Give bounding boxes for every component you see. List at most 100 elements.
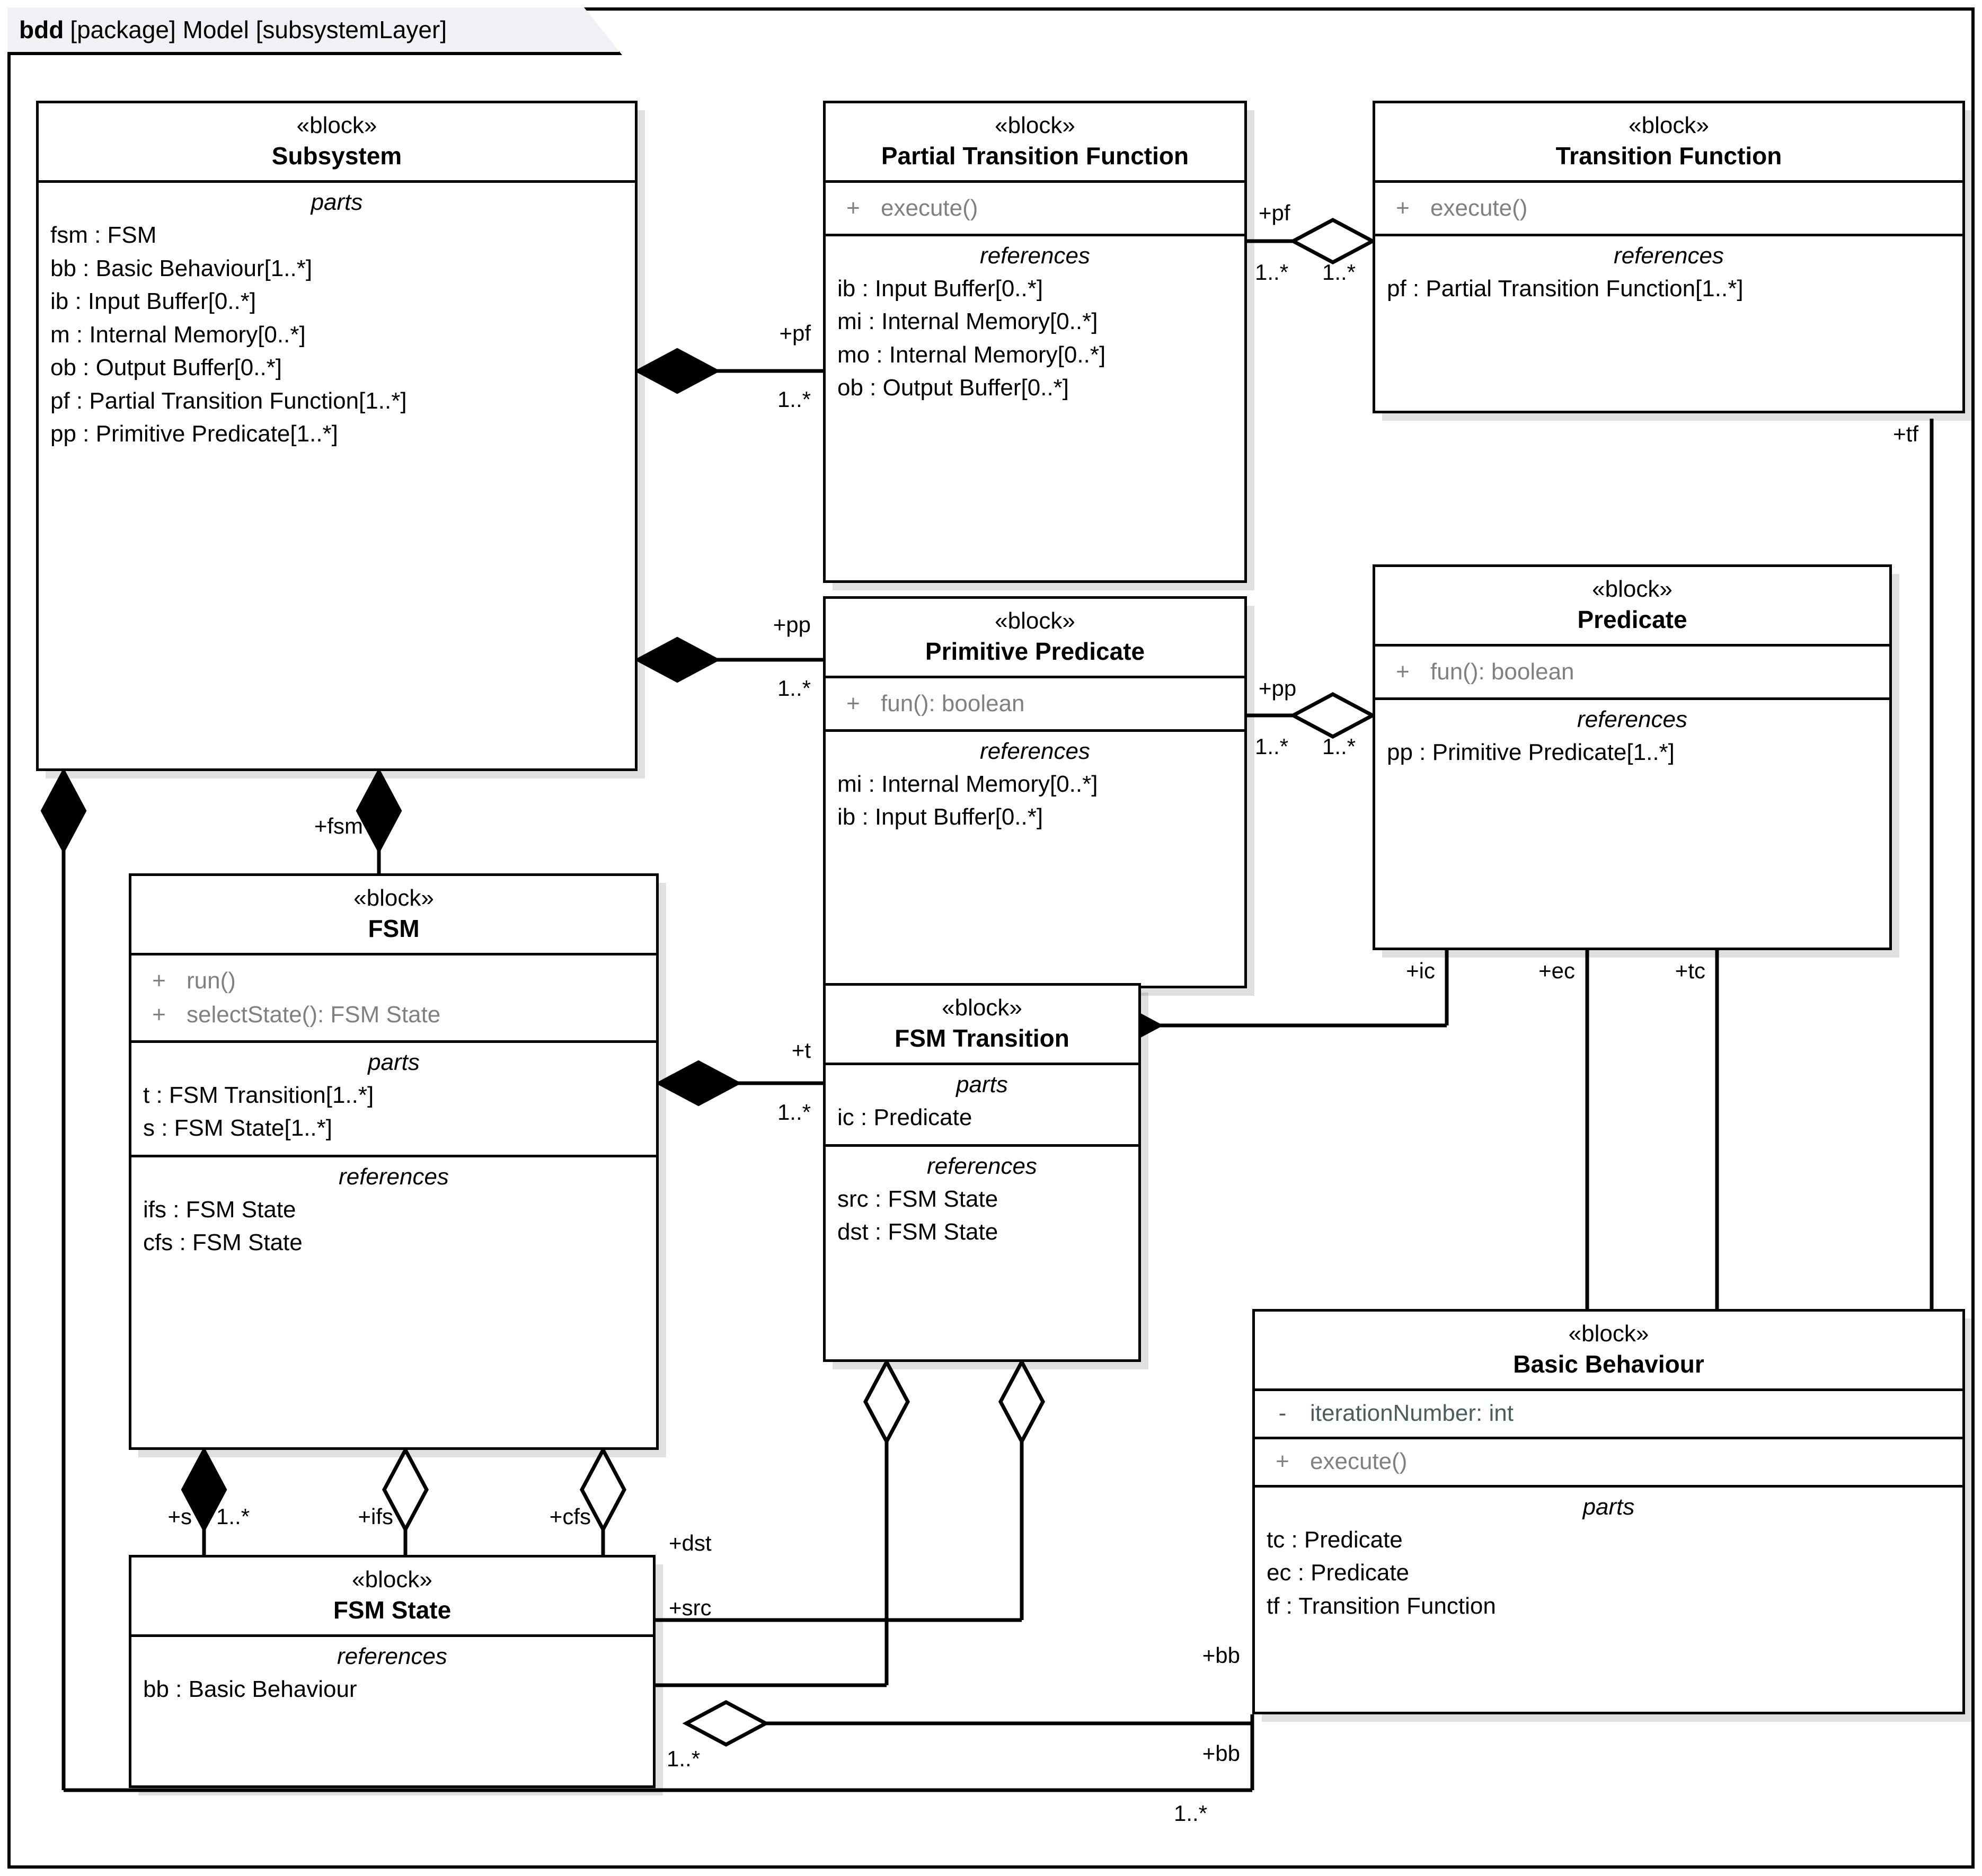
part-row: s : FSM State[1..*] bbox=[143, 1115, 333, 1141]
block-partial-transition-function[interactable]: «block» Partial Transition Function +exe… bbox=[823, 101, 1247, 583]
references-section-label: references bbox=[337, 1643, 447, 1670]
block-subsystem-parts: parts fsm : FSM bb : Basic Behaviour[1..… bbox=[39, 183, 635, 460]
references-section-label: references bbox=[927, 1153, 1037, 1179]
block-transition-function[interactable]: «block» Transition Function +execute() r… bbox=[1373, 101, 1965, 413]
edge-label-pp-role: +pp bbox=[773, 612, 811, 637]
references-section-label: references bbox=[1577, 706, 1687, 732]
attribute-row: -iterationNumber: int bbox=[1255, 1396, 1962, 1430]
operation-signature: run() bbox=[187, 968, 236, 994]
block-ptf-name: Partial Transition Function bbox=[881, 142, 1189, 170]
operation-signature: execute() bbox=[881, 195, 978, 222]
visibility-marker: + bbox=[152, 1001, 166, 1028]
block-fsm[interactable]: «block» FSM +run() +selectState(): FSM S… bbox=[129, 873, 659, 1450]
edge-label-pf-tf-mult-left: 1..* bbox=[1255, 260, 1289, 285]
block-subsystem-header: «block» Subsystem bbox=[39, 103, 635, 183]
reference-row: pp : Primitive Predicate[1..*] bbox=[1387, 739, 1675, 765]
edge-label-dst-role: +dst bbox=[669, 1530, 712, 1555]
edge-label-s-mult: 1..* bbox=[216, 1504, 250, 1529]
block-basic-behaviour-name: Basic Behaviour bbox=[1513, 1350, 1704, 1378]
edge-label-s-role: +s bbox=[167, 1504, 192, 1529]
part-row: fsm : FSM bbox=[50, 222, 157, 249]
edge-label-pp-pred-mult-right: 1..* bbox=[1322, 734, 1356, 759]
edge-label-bb-state-mult: 1..* bbox=[667, 1746, 701, 1771]
edge-label-bb-subsystem-role: +bb bbox=[1202, 1741, 1240, 1766]
block-subsystem[interactable]: «block» Subsystem parts fsm : FSM bb : B… bbox=[36, 101, 638, 771]
attribute-signature: iterationNumber: int bbox=[1310, 1400, 1514, 1427]
edge-label-tc-role: +tc bbox=[1675, 958, 1705, 983]
visibility-marker: + bbox=[1396, 659, 1410, 685]
parts-section-label: parts bbox=[311, 189, 363, 216]
block-basic-behaviour-attributes: -iterationNumber: int bbox=[1255, 1391, 1962, 1439]
block-ptf-references: references ib : Input Buffer[0..*] mi : … bbox=[826, 236, 1244, 414]
block-tf-header: «block» Transition Function bbox=[1375, 103, 1962, 183]
block-primitive-predicate-references: references mi : Internal Memory[0..*] ib… bbox=[826, 732, 1244, 844]
operation-row: + fun(): boolean bbox=[826, 687, 1244, 721]
visibility-marker: + bbox=[846, 691, 860, 717]
edge-label-cfs-role: +cfs bbox=[549, 1504, 591, 1529]
block-predicate-header: «block» Predicate bbox=[1375, 567, 1889, 647]
part-row: ic : Predicate bbox=[837, 1104, 972, 1131]
part-row: t : FSM Transition[1..*] bbox=[143, 1082, 374, 1108]
edge-label-src-role: +src bbox=[669, 1595, 712, 1620]
visibility-marker: + bbox=[1276, 1448, 1289, 1474]
block-ptf-header: «block» Partial Transition Function bbox=[826, 103, 1244, 183]
block-fsm-state[interactable]: «block» FSM State references bb : Basic … bbox=[129, 1555, 656, 1788]
block-stereotype: «block» bbox=[942, 995, 1022, 1021]
block-predicate[interactable]: «block» Predicate +fun(): boolean refere… bbox=[1373, 564, 1892, 950]
block-fsm-transition-header: «block» FSM Transition bbox=[826, 986, 1138, 1066]
block-stereotype: «block» bbox=[1629, 112, 1709, 138]
block-predicate-references: references pp : Primitive Predicate[1..*… bbox=[1375, 700, 1889, 778]
block-basic-behaviour-parts: parts tc : Predicate ec : Predicate tf :… bbox=[1255, 1488, 1962, 1632]
block-stereotype: «block» bbox=[353, 885, 434, 911]
block-fsm-transition-parts: parts ic : Predicate bbox=[826, 1065, 1138, 1147]
block-fsm-transition-references: references src : FSM State dst : FSM Sta… bbox=[826, 1147, 1138, 1259]
block-stereotype: «block» bbox=[995, 608, 1075, 634]
operation-row: + execute() bbox=[1255, 1445, 1962, 1479]
edge-label-pf-role: +pf bbox=[779, 321, 811, 346]
block-fsm-operations: +run() +selectState(): FSM State bbox=[131, 955, 656, 1043]
block-tf-operations: +execute() bbox=[1375, 183, 1962, 236]
reference-row: src : FSM State bbox=[837, 1185, 998, 1212]
frame-diagram-label: [subsystemLayer] bbox=[255, 16, 447, 43]
frame-qualifier-label: [package] bbox=[70, 16, 176, 43]
block-primitive-predicate-operations: + fun(): boolean bbox=[826, 678, 1244, 732]
parts-section-label: parts bbox=[368, 1049, 420, 1075]
frame-model-label: Model bbox=[182, 16, 249, 43]
part-row: m : Internal Memory[0..*] bbox=[50, 321, 306, 348]
frame-kind-label: bdd bbox=[19, 16, 64, 43]
diagram-frame-header: bdd[package] Model [subsystemLayer] bbox=[7, 7, 622, 55]
edge-label-t-mult: 1..* bbox=[777, 1100, 811, 1125]
part-row: pp : Primitive Predicate[1..*] bbox=[50, 421, 338, 447]
references-section-label: references bbox=[339, 1163, 449, 1190]
block-fsm-transition[interactable]: «block» FSM Transition parts ic : Predic… bbox=[823, 983, 1141, 1362]
operation-signature: execute() bbox=[1310, 1448, 1408, 1474]
block-stereotype: «block» bbox=[995, 112, 1075, 138]
block-basic-behaviour-header: «block» Basic Behaviour bbox=[1255, 1312, 1962, 1392]
reference-row: mi : Internal Memory[0..*] bbox=[837, 308, 1098, 335]
block-primitive-predicate[interactable]: «block» Primitive Predicate +fun(): bool… bbox=[823, 596, 1247, 988]
references-section-label: references bbox=[1614, 242, 1724, 269]
operation-signature: fun(): boolean bbox=[881, 691, 1025, 717]
block-fsm-state-header: «block» FSM State bbox=[131, 1558, 653, 1638]
parts-section-label: parts bbox=[1582, 1493, 1635, 1520]
part-row: ib : Input Buffer[0..*] bbox=[50, 288, 256, 315]
edge-label-pp-pred-mult-left: 1..* bbox=[1255, 734, 1289, 759]
block-stereotype: «block» bbox=[1592, 576, 1673, 602]
block-stereotype: «block» bbox=[296, 112, 377, 138]
reference-row: cfs : FSM State bbox=[143, 1229, 303, 1256]
references-section-label: references bbox=[980, 738, 1090, 764]
operation-row: + run() bbox=[131, 964, 656, 998]
block-fsm-parts: parts t : FSM Transition[1..*] s : FSM S… bbox=[131, 1043, 656, 1157]
visibility-marker: + bbox=[1396, 195, 1410, 222]
reference-row: mo : Internal Memory[0..*] bbox=[837, 341, 1106, 368]
block-basic-behaviour[interactable]: «block» Basic Behaviour -iterationNumber… bbox=[1252, 1309, 1965, 1714]
block-stereotype: «block» bbox=[1568, 1321, 1649, 1347]
edge-label-pp-pred-role: +pp bbox=[1259, 676, 1297, 701]
block-fsm-header: «block» FSM bbox=[131, 876, 656, 956]
visibility-marker: + bbox=[152, 968, 166, 994]
references-section-label: references bbox=[980, 242, 1090, 269]
reference-row: ib : Input Buffer[0..*] bbox=[837, 804, 1043, 830]
edge-label-ic-role: +ic bbox=[1406, 958, 1435, 983]
part-row: pf : Partial Transition Function[1..*] bbox=[50, 387, 407, 414]
